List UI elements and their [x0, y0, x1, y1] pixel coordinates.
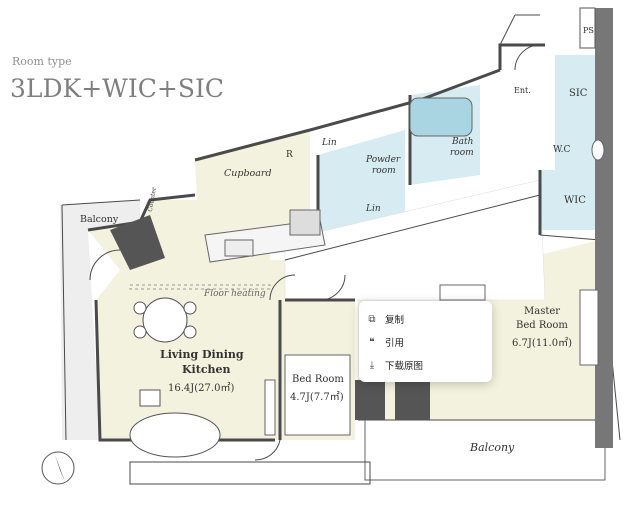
- floor-heating-label: Floor heating: [204, 289, 266, 299]
- balcony-left-label: Balcony: [80, 214, 119, 225]
- entrance-label: Ent.: [514, 86, 531, 95]
- bath-label: Bath: [452, 137, 474, 147]
- download-label: 下载原图: [385, 361, 424, 372]
- quote-icon: ❝: [369, 336, 375, 348]
- bedroom-label: Bed Room: [292, 374, 344, 385]
- linen-label: Lin: [322, 138, 337, 148]
- ldk-label-2: Kitchen: [182, 363, 231, 376]
- master-label: Master: [524, 306, 561, 317]
- master-size: 6.7J(11.0㎡): [512, 338, 572, 349]
- powder-label-2: room: [372, 166, 396, 176]
- copy-icon: ⧉: [368, 313, 376, 325]
- wic-label: WIC: [564, 195, 586, 206]
- download-icon: ⤓: [369, 359, 375, 371]
- ps-label: PS: [583, 26, 594, 35]
- quote-menu-item[interactable]: ❝ 引用: [359, 331, 492, 353]
- sic-label: SIC: [569, 88, 588, 99]
- ldk-size: 16.4J(27.0㎡): [168, 383, 235, 394]
- master-label-2: Bed Room: [516, 320, 568, 331]
- wc-label: W.C: [553, 145, 571, 155]
- ldk-label: Living Dining: [160, 348, 244, 361]
- linen-label-2: Lin: [366, 204, 381, 214]
- bedroom-size: 4.7J(7.7㎡): [290, 392, 344, 403]
- copy-menu-item[interactable]: ⧉ 复制: [359, 308, 492, 330]
- download-menu-item[interactable]: ⤓ 下载原图: [359, 354, 492, 376]
- bath-label-2: room: [450, 148, 474, 158]
- context-menu: ⧉ 复制 ❝ 引用 ⤓ 下载原图: [359, 301, 492, 382]
- room-type-label: Room type: [12, 55, 72, 68]
- copy-label: 复制: [385, 315, 405, 326]
- cupboard-label: Cupboard: [224, 168, 272, 179]
- quote-label: 引用: [385, 338, 405, 349]
- balcony-bottom-label: Balcony: [470, 441, 515, 454]
- fridge-label: R: [286, 150, 293, 160]
- plan-name: 3LDK+WIC+SIC: [10, 74, 224, 103]
- powder-label: Powder: [366, 155, 401, 165]
